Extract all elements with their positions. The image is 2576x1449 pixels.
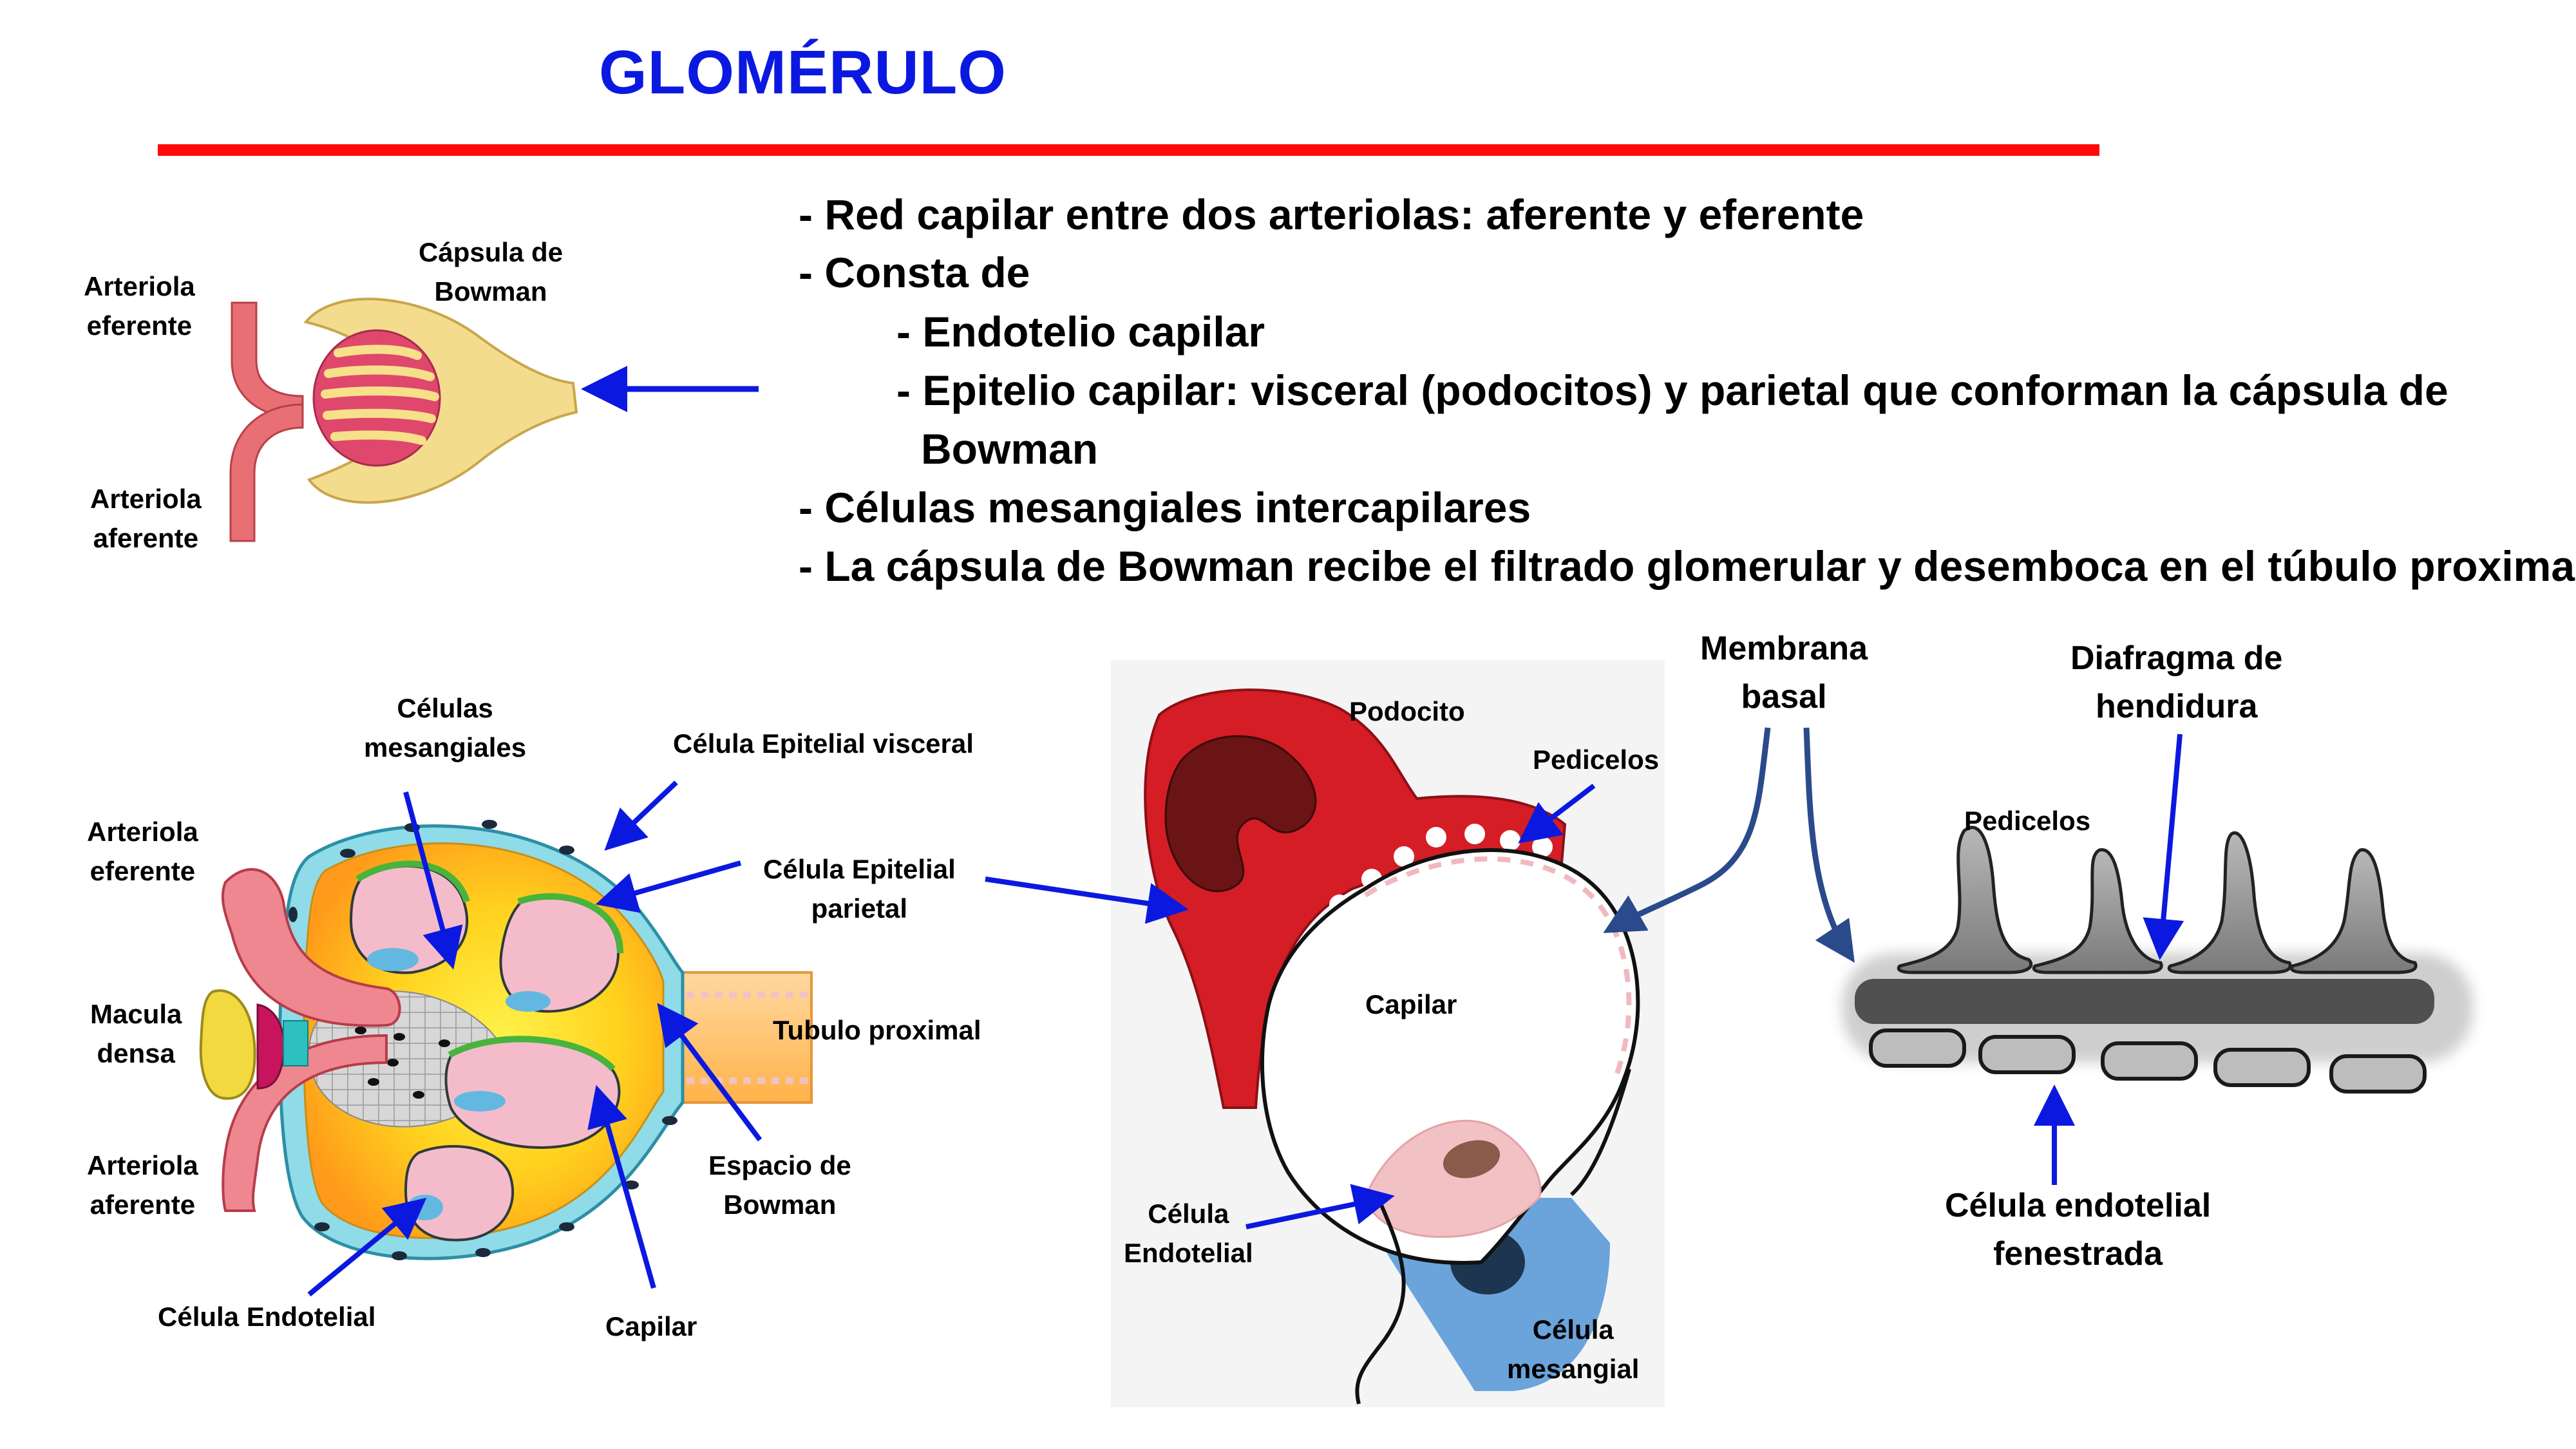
- diagram4-filtration-barrier: [1842, 826, 2473, 1094]
- d3-label-capilar: Capilar: [1365, 989, 1457, 1019]
- d2-label-capilar: Capilar: [605, 1311, 697, 1341]
- d2-label-celula-endotelial: Célula Endotelial: [158, 1302, 376, 1332]
- arrow-celula-endotelial: [307, 1197, 427, 1297]
- arrow-celulas-mesangiales: [403, 791, 463, 970]
- arrow-pedicelos-d3: [1518, 783, 1596, 844]
- bullet-2b: - Epitelio capilar: visceral (podocitos)…: [896, 366, 2448, 414]
- arrow-podocito-epitelial: [985, 876, 1189, 924]
- bullet-3: - Células mesangiales intercapilares: [799, 484, 1531, 531]
- d4-label-pedicelos: Pedicelos: [1964, 806, 2091, 836]
- arrow-membrana-basal-left: [1603, 727, 1771, 933]
- page-title: GLOMÉRULO: [599, 38, 1007, 107]
- d2-label-epitelial-visceral: Célula Epitelial visceral: [673, 728, 974, 759]
- arrow-espacio-bowman: [657, 1003, 762, 1142]
- diagram1-small-glomerulus: [229, 298, 578, 542]
- arrow-membrana-basal-right: [1803, 727, 1855, 963]
- arrow-celula-endotelial-d3: [1245, 1184, 1395, 1229]
- arrow-epitelial-visceral: [604, 781, 678, 851]
- d2-label-tubulo-proximal: Tubulo proximal: [773, 1015, 981, 1045]
- bullet-2: - Consta de: [799, 249, 1030, 296]
- arrow-capilar: [587, 1084, 656, 1289]
- arrow-epitelial-parietal: [595, 860, 742, 913]
- arrow-diafragma: [2143, 734, 2184, 960]
- d3-label-podocito: Podocito: [1349, 696, 1465, 726]
- title-underline: [158, 144, 2099, 156]
- bullet-2b-cont: Bowman: [921, 425, 1099, 473]
- bullet-1: - Red capilar entre dos arteriolas: afer…: [799, 191, 1864, 238]
- diagram2-detailed-glomerulus: [199, 820, 813, 1260]
- bullet-4: - La cápsula de Bowman recibe el filtrad…: [799, 542, 2576, 590]
- diagram3-capillary-detail: [1111, 660, 1665, 1407]
- d3-label-pedicelos: Pedicelos: [1533, 744, 1660, 775]
- bullet-2a: - Endotelio capilar: [896, 308, 1265, 355]
